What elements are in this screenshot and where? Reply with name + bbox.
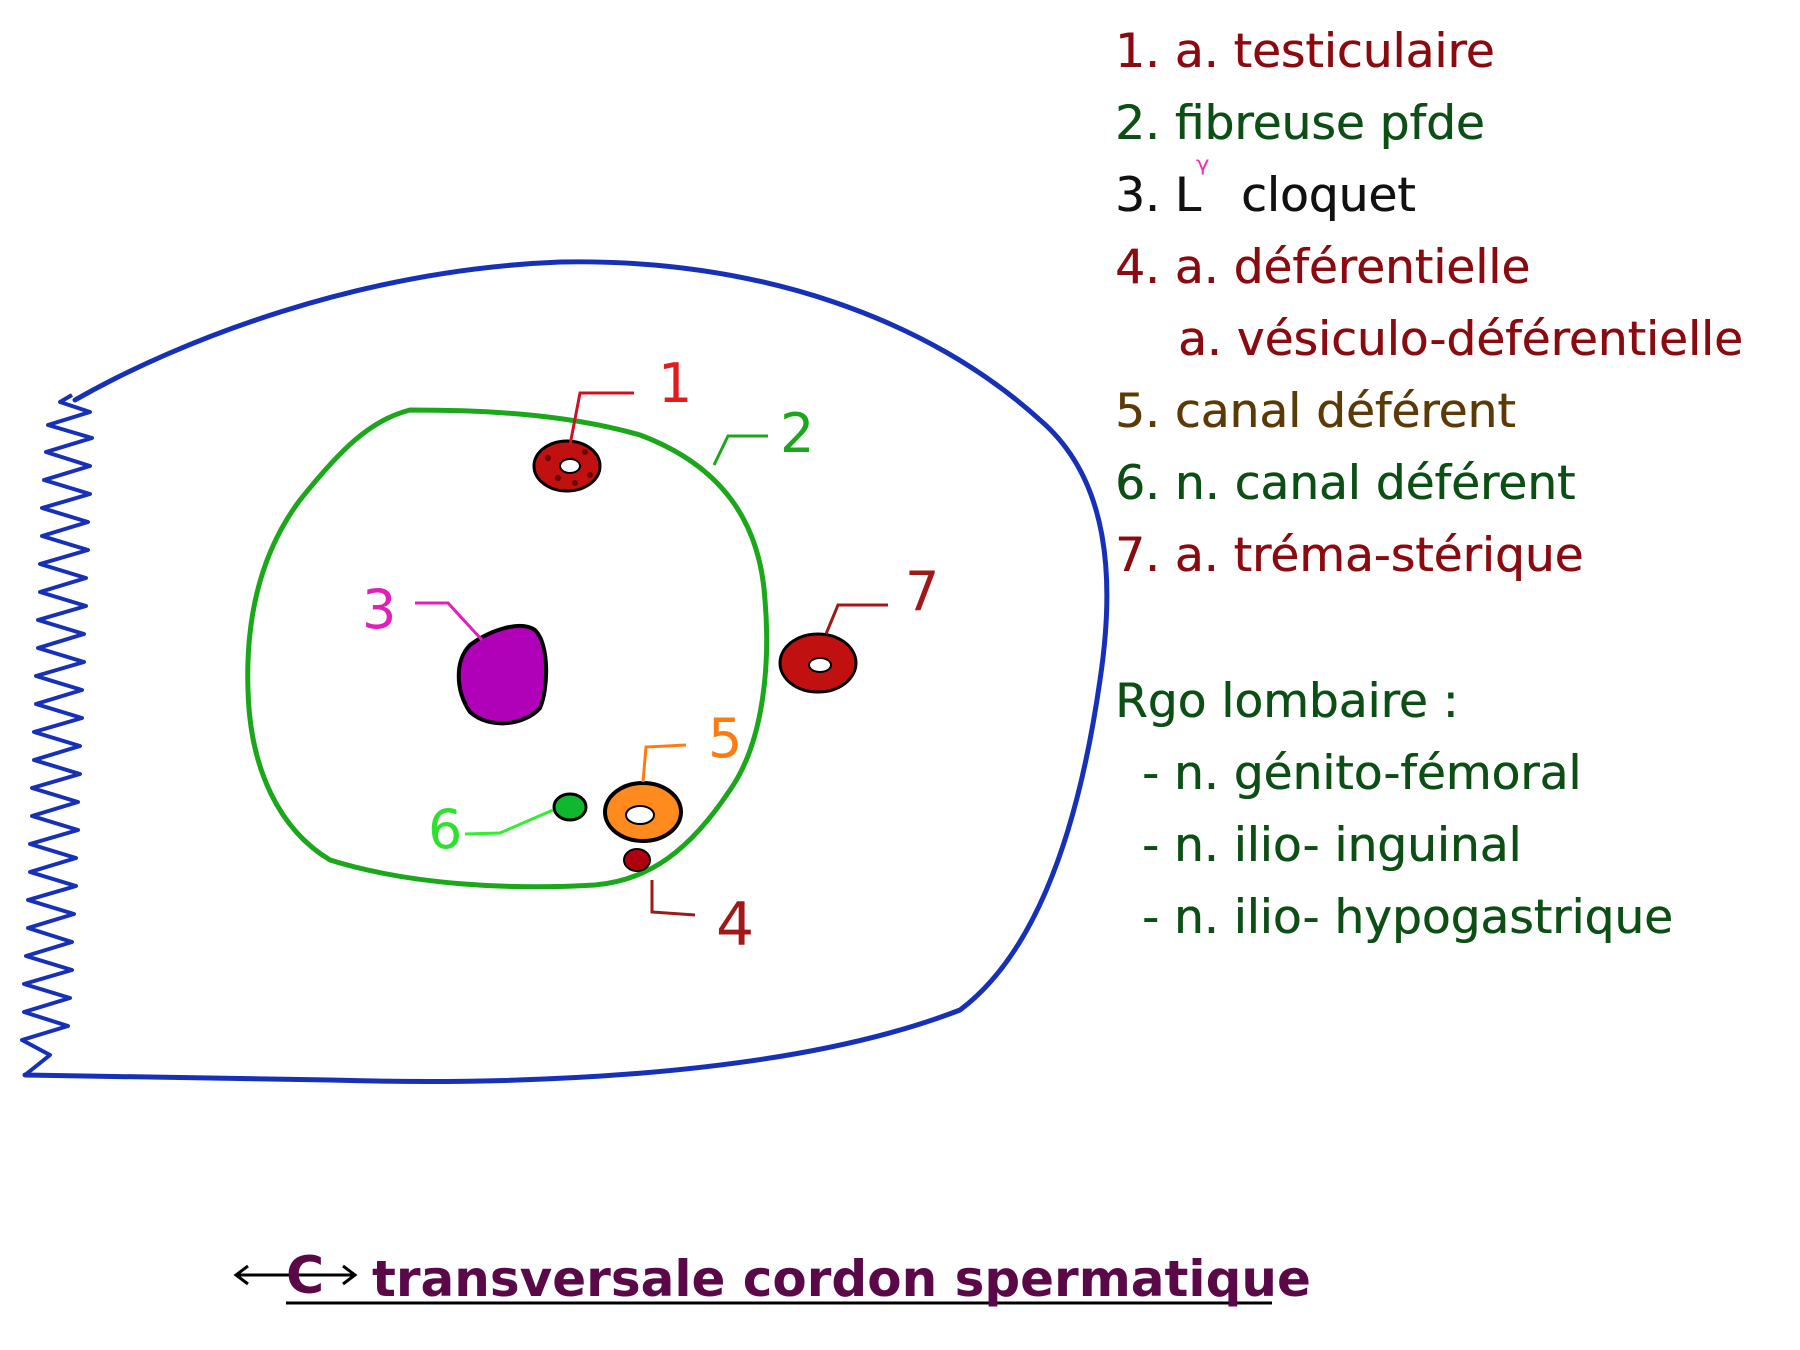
artery-7 — [778, 632, 858, 694]
vas-deferens — [603, 781, 683, 843]
deferential-artery — [623, 848, 651, 872]
legend-item-7: 7. a. tréma-stérique — [1115, 528, 1584, 583]
legend-item-3-superscript: ᵞ — [1196, 150, 1210, 191]
legend-item-1: 1. a. testiculaire — [1115, 24, 1495, 79]
testicular-artery — [532, 439, 602, 493]
callout-4: 4 — [716, 890, 754, 960]
diagram-title: transversale cordon spermatique — [372, 1250, 1311, 1308]
nerve-item-2: - n. ilio- inguinal — [1142, 818, 1522, 873]
leader-line-2 — [712, 434, 768, 466]
nerve-item-3: - n. ilio- hypogastrique — [1142, 890, 1673, 945]
cloquet-ligament — [456, 624, 549, 726]
callout-1: 1 — [658, 352, 692, 415]
leader-line-4 — [650, 880, 696, 917]
legend-item-5: 5. canal déférent — [1115, 384, 1516, 439]
double-arrow-icon — [233, 1264, 358, 1286]
legend-item-3-suffix: cloquet — [1240, 168, 1416, 223]
leader-line-1 — [568, 391, 634, 446]
title-prefix-symbol: C — [286, 1246, 324, 1306]
outer-contour — [22, 259, 1110, 1084]
legend-item-3-prefix: 3. L — [1115, 168, 1201, 223]
legend-item-6: 6. n. canal déférent — [1115, 456, 1576, 511]
legend-item-4: 4. a. déférentielle — [1115, 240, 1531, 295]
callout-2: 2 — [780, 402, 814, 465]
callout-6: 6 — [428, 798, 462, 861]
legend-item-4b: a. vésiculo-déférentielle — [1178, 312, 1743, 367]
callout-5: 5 — [708, 707, 742, 770]
leader-line-5 — [641, 743, 687, 783]
nerve-item-1: - n. génito-fémoral — [1142, 746, 1582, 801]
vas-deferens-nerve — [552, 792, 588, 822]
zigzag-cut-edge — [20, 393, 94, 1077]
callout-3: 3 — [362, 578, 396, 641]
nerves-heading: Rgo lombaire : — [1115, 674, 1459, 729]
leader-line-7 — [824, 603, 888, 635]
fibrous-sheath — [245, 407, 770, 890]
callout-7: 7 — [905, 560, 939, 623]
leader-line-3 — [415, 601, 484, 642]
leader-line-6 — [464, 808, 554, 836]
legend-item-2: 2. fibreuse pfde — [1115, 96, 1485, 151]
